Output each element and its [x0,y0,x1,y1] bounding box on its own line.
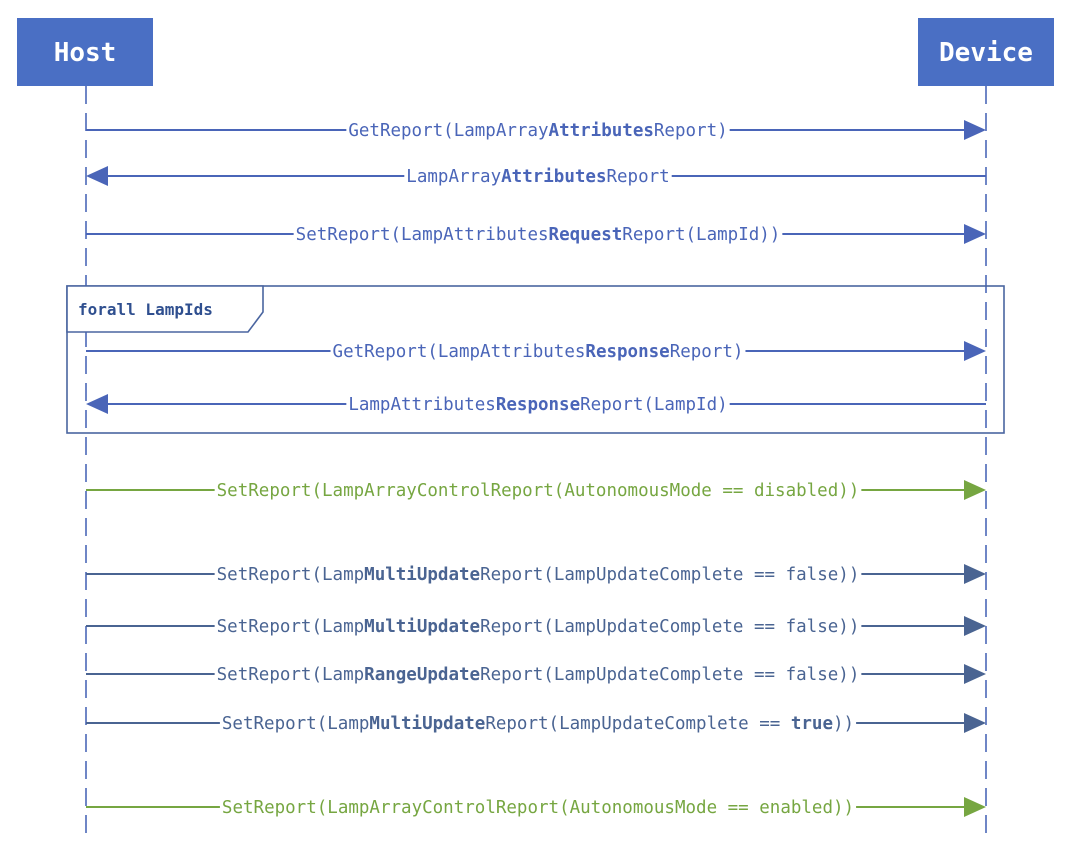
message-label-part: SetReport(LampArrayControlReport(Autonom… [222,798,854,818]
message-label-part: SetReport(Lamp [222,714,370,734]
message-label-part: Report) [654,121,728,141]
message-label-part: Report(LampUpdateComplete == false)) [480,665,859,685]
message-label: SetReport(LampMultiUpdateReport(LampUpda… [217,617,860,637]
message-10: SetReport(LampMultiUpdateReport(LampUpda… [86,713,986,734]
message-4: GetReport(LampAttributesResponseReport) [86,341,986,362]
message-label-bold: Response [496,395,580,415]
message-label-bold: MultiUpdate [364,565,480,585]
message-11: SetReport(LampArrayControlReport(Autonom… [86,797,986,818]
device-actor-box [918,18,1054,86]
message-label-part: SetReport(LampAttributes [296,225,549,245]
forall-frame: forall LampIds [66,285,1005,434]
message-label: SetReport(LampArrayControlReport(Autonom… [217,481,860,501]
message-label: GetReport(LampAttributesResponseReport) [333,342,744,362]
message-label-part: Report) [670,342,744,362]
message-label-part: )) [833,714,854,734]
arrowhead-icon [964,341,986,361]
message-label-bold: Attributes [549,121,654,141]
message-5: LampAttributesResponseReport(LampId) [86,394,986,415]
host-actor: Host [17,18,153,86]
message-label-part: Report [606,167,669,187]
message-label: SetReport(LampMultiUpdateReport(LampUpda… [222,714,854,734]
lifelines [85,86,987,840]
message-7: SetReport(LampMultiUpdateReport(LampUpda… [86,564,986,585]
message-3: SetReport(LampAttributesRequestReport(La… [86,224,986,245]
message-label: SetReport(LampRangeUpdateReport(LampUpda… [217,665,860,685]
arrowhead-icon [964,224,986,244]
message-label-part: Report(LampUpdateComplete == false)) [480,565,859,585]
device-actor-label: Device [939,38,1033,68]
arrowhead-icon [964,564,986,584]
message-label: LampAttributesResponseReport(LampId) [348,395,727,415]
message-label-part: SetReport(Lamp [217,665,365,685]
message-label-part: LampAttributes [348,395,496,415]
message-label-bold: true [791,714,833,734]
message-label-part: GetReport(LampArray [348,121,548,141]
message-label-bold: RangeUpdate [364,665,480,685]
message-label: GetReport(LampArrayAttributesReport) [348,121,727,141]
message-label-bold: Attributes [501,167,606,187]
arrowhead-icon [86,394,108,414]
device-actor: Device [918,18,1054,86]
frame-label-tab [66,285,264,333]
arrowhead-icon [964,713,986,733]
arrowhead-icon [964,664,986,684]
message-label: SetReport(LampArrayControlReport(Autonom… [222,798,854,818]
message-label-part: Report(LampUpdateComplete == false)) [480,617,859,637]
message-9: SetReport(LampRangeUpdateReport(LampUpda… [86,664,986,685]
message-label-bold: MultiUpdate [364,617,480,637]
message-label-bold: Response [585,342,669,362]
arrowhead-icon [964,120,986,140]
message-label-part: Report(LampId)) [622,225,780,245]
message-label: SetReport(LampAttributesRequestReport(La… [296,225,781,245]
message-label-part: SetReport(LampArrayControlReport(Autonom… [217,481,860,501]
arrowhead-icon [964,797,986,817]
message-label-part: Report(LampUpdateComplete == [485,714,791,734]
message-2: LampArrayAttributesReport [86,166,986,187]
arrowhead-icon [964,480,986,500]
actors: Host Device [17,18,1054,86]
message-label-part: Report(LampId) [580,395,728,415]
message-label-part: SetReport(Lamp [217,565,365,585]
message-1: GetReport(LampArrayAttributesReport) [86,120,986,141]
message-label-part: SetReport(Lamp [217,617,365,637]
frame-label: forall LampIds [78,300,213,319]
message-label-bold: Request [549,225,623,245]
host-actor-box [17,18,153,86]
arrowhead-icon [86,166,108,186]
message-6: SetReport(LampArrayControlReport(Autonom… [86,480,986,501]
arrowhead-icon [964,616,986,636]
message-label-bold: MultiUpdate [369,714,485,734]
message-label-part: LampArray [406,167,501,187]
host-actor-label: Host [54,38,117,68]
message-label: LampArrayAttributesReport [406,167,669,187]
message-label: SetReport(LampMultiUpdateReport(LampUpda… [217,565,860,585]
message-8: SetReport(LampMultiUpdateReport(LampUpda… [86,616,986,637]
messages: GetReport(LampArrayAttributesReport)Lamp… [86,120,986,818]
frame-border [66,285,1005,434]
message-label-part: GetReport(LampAttributes [333,342,586,362]
